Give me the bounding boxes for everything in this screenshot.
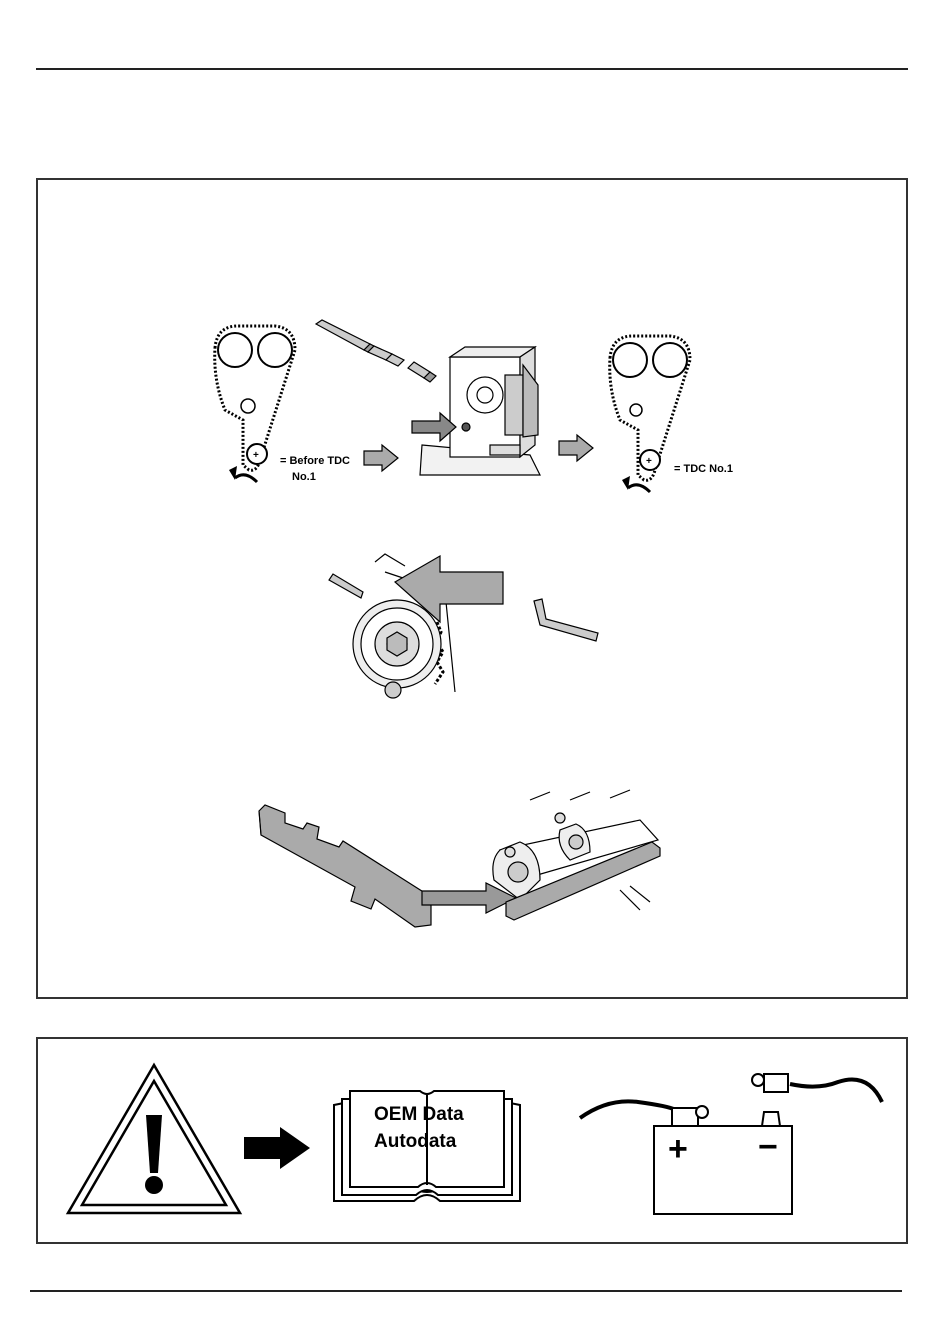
svg-text:Autodata: Autodata: [374, 1131, 457, 1152]
tdc-label: = TDC No.1: [672, 458, 762, 478]
arrow-right-icon: [557, 433, 597, 463]
belt-tensioner-diagram: [325, 552, 515, 702]
arrow-right-icon: [242, 1127, 312, 1169]
battery-disconnect-icon: + −: [578, 1068, 888, 1218]
arrow-right-icon: [362, 443, 402, 473]
camshaft-setting-bar: [255, 805, 445, 935]
footer-rule: [30, 1290, 902, 1292]
svg-text:+: +: [253, 450, 259, 461]
svg-text:= TDC No.1: = TDC No.1: [674, 463, 733, 475]
camshaft-housing-diagram: [480, 790, 670, 935]
battery-plus-sign: +: [668, 1130, 688, 1168]
engine-block-tdc-pin-diagram: [410, 345, 560, 485]
battery-minus-sign: −: [758, 1128, 778, 1166]
svg-text:+: +: [646, 456, 652, 467]
svg-text:OEM Data: OEM Data: [374, 1104, 464, 1125]
before-tdc-label: = Before TDC No.1: [278, 450, 368, 490]
allen-key-icon: [528, 597, 608, 647]
svg-text:= Before TDC: = Before TDC: [280, 455, 350, 467]
manual-book-icon: OEM Data Autodata: [330, 1085, 524, 1205]
warning-triangle-icon: [66, 1063, 242, 1215]
svg-text:No.1: No.1: [292, 471, 316, 483]
header-rule: [36, 68, 908, 70]
